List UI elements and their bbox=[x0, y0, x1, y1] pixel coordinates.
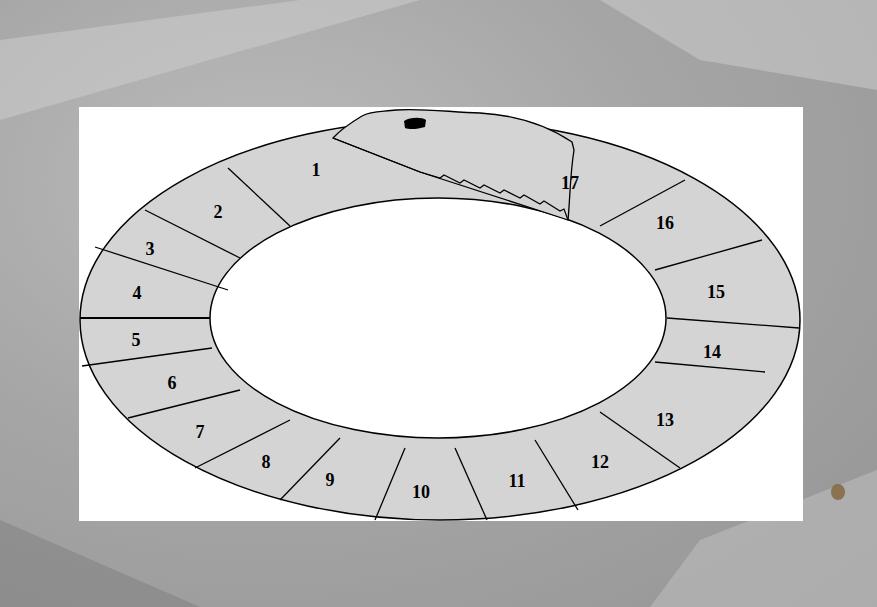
callout-number: 3 bbox=[146, 240, 155, 258]
callout-number: 17 bbox=[561, 174, 579, 192]
ring-band bbox=[80, 120, 800, 520]
segment-divider bbox=[535, 440, 578, 510]
snake-eye bbox=[404, 118, 426, 129]
segment-divider bbox=[82, 348, 212, 366]
stain bbox=[831, 484, 845, 500]
snake-teeth bbox=[420, 172, 568, 220]
callout-number: 12 bbox=[591, 453, 609, 471]
callout-number: 11 bbox=[508, 472, 525, 490]
segment-divider bbox=[455, 448, 487, 520]
callout-number: 1 bbox=[312, 161, 321, 179]
callout-number: 2 bbox=[214, 203, 223, 221]
white-panel bbox=[79, 107, 803, 521]
callout-number: 9 bbox=[326, 471, 335, 489]
callout-number: 16 bbox=[656, 214, 674, 232]
segment-dividers bbox=[80, 168, 799, 520]
callout-number: 8 bbox=[262, 453, 271, 471]
callout-number: 15 bbox=[707, 283, 725, 301]
segment-divider bbox=[375, 448, 405, 520]
snake-head-outline bbox=[333, 109, 574, 220]
segment-divider bbox=[128, 390, 240, 418]
callout-number: 14 bbox=[703, 343, 721, 361]
snake-jaw-line bbox=[333, 138, 420, 172]
segment-divider bbox=[600, 412, 680, 468]
segment-divider bbox=[655, 362, 765, 372]
callout-number: 13 bbox=[656, 411, 674, 429]
callout-number: 10 bbox=[412, 483, 430, 501]
segment-divider bbox=[667, 318, 799, 328]
segment-divider bbox=[655, 240, 762, 270]
paper-sheet bbox=[0, 0, 420, 120]
segment-divider bbox=[228, 168, 290, 226]
snake-head bbox=[333, 109, 574, 220]
segment-divider bbox=[145, 210, 240, 258]
segment-divider bbox=[280, 438, 340, 500]
paper-sheet bbox=[600, 0, 877, 90]
segment-divider bbox=[195, 420, 290, 468]
callout-number: 7 bbox=[196, 423, 205, 441]
callout-number: 6 bbox=[168, 374, 177, 392]
callout-number: 4 bbox=[133, 284, 142, 302]
callout-number: 5 bbox=[132, 331, 141, 349]
segment-divider bbox=[80, 317, 210, 319]
paper-shadow bbox=[0, 520, 200, 607]
segment-divider bbox=[95, 247, 228, 290]
